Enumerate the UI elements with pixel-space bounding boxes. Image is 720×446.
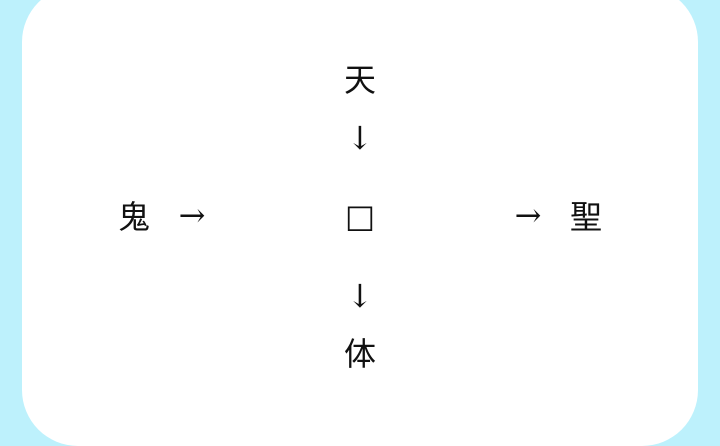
down-arrow-icon: ↓	[346, 277, 374, 315]
bottom-kanji: 体	[343, 335, 377, 373]
top-kanji: 天	[343, 61, 377, 99]
right-kanji: 聖	[569, 198, 603, 236]
right-arrow-icon: →	[178, 196, 206, 234]
down-arrow-icon: ↓	[346, 119, 374, 157]
right-arrow-icon: →	[514, 196, 542, 234]
left-kanji: 鬼	[117, 198, 151, 236]
answer-box[interactable]: □	[344, 197, 376, 235]
puzzle-card	[22, 0, 698, 446]
